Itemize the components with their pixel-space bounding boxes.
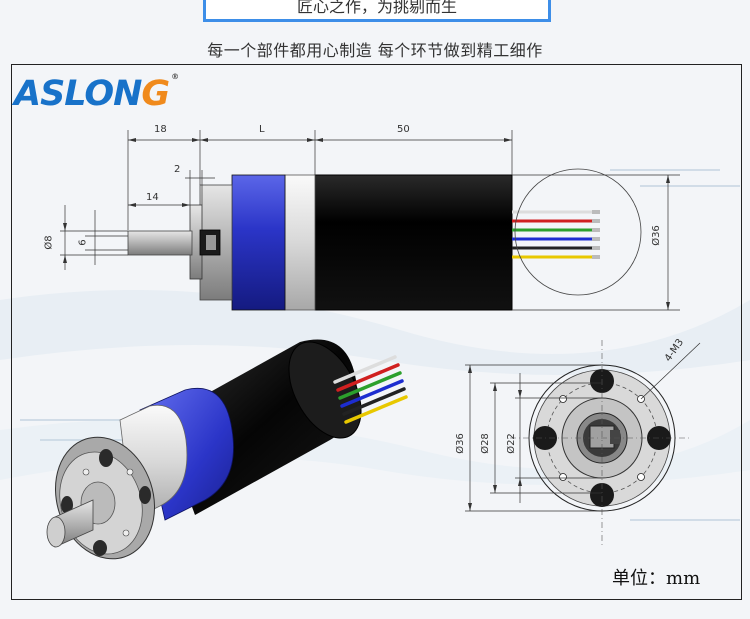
drawing-frame: [11, 64, 742, 600]
dim-body-diameter: Ø36: [650, 225, 662, 246]
side-view: [60, 130, 680, 311]
dim-shaft-flat: 6: [77, 239, 89, 246]
banner-text: 匠心之作，为挑剔而生: [296, 0, 457, 16]
dim-18: 18: [154, 124, 167, 135]
dim-l: L: [259, 124, 265, 135]
dim-2: 2: [174, 164, 181, 175]
dim-boss-diameter: Ø22: [505, 433, 517, 454]
dim-50: 50: [397, 124, 410, 135]
logo-main-text: ASLON: [14, 74, 142, 114]
dim-outer-diameter: Ø36: [454, 433, 466, 454]
top-banner: 匠心之作，为挑剔而生: [203, 0, 551, 22]
logo-accent-text: G: [141, 74, 170, 114]
dim-shaft-diameter: Ø8: [43, 235, 55, 250]
subtitle: 每一个部件都用心制造 每个环节做到精工细作: [207, 41, 543, 60]
dim-14: 14: [146, 192, 159, 203]
logo-registered-mark: ®: [171, 72, 179, 81]
isometric-view: [46, 339, 408, 560]
front-view: [465, 340, 701, 545]
dim-pcd-diameter: Ø28: [479, 433, 491, 454]
unit-label: 单位：mm: [612, 568, 701, 589]
